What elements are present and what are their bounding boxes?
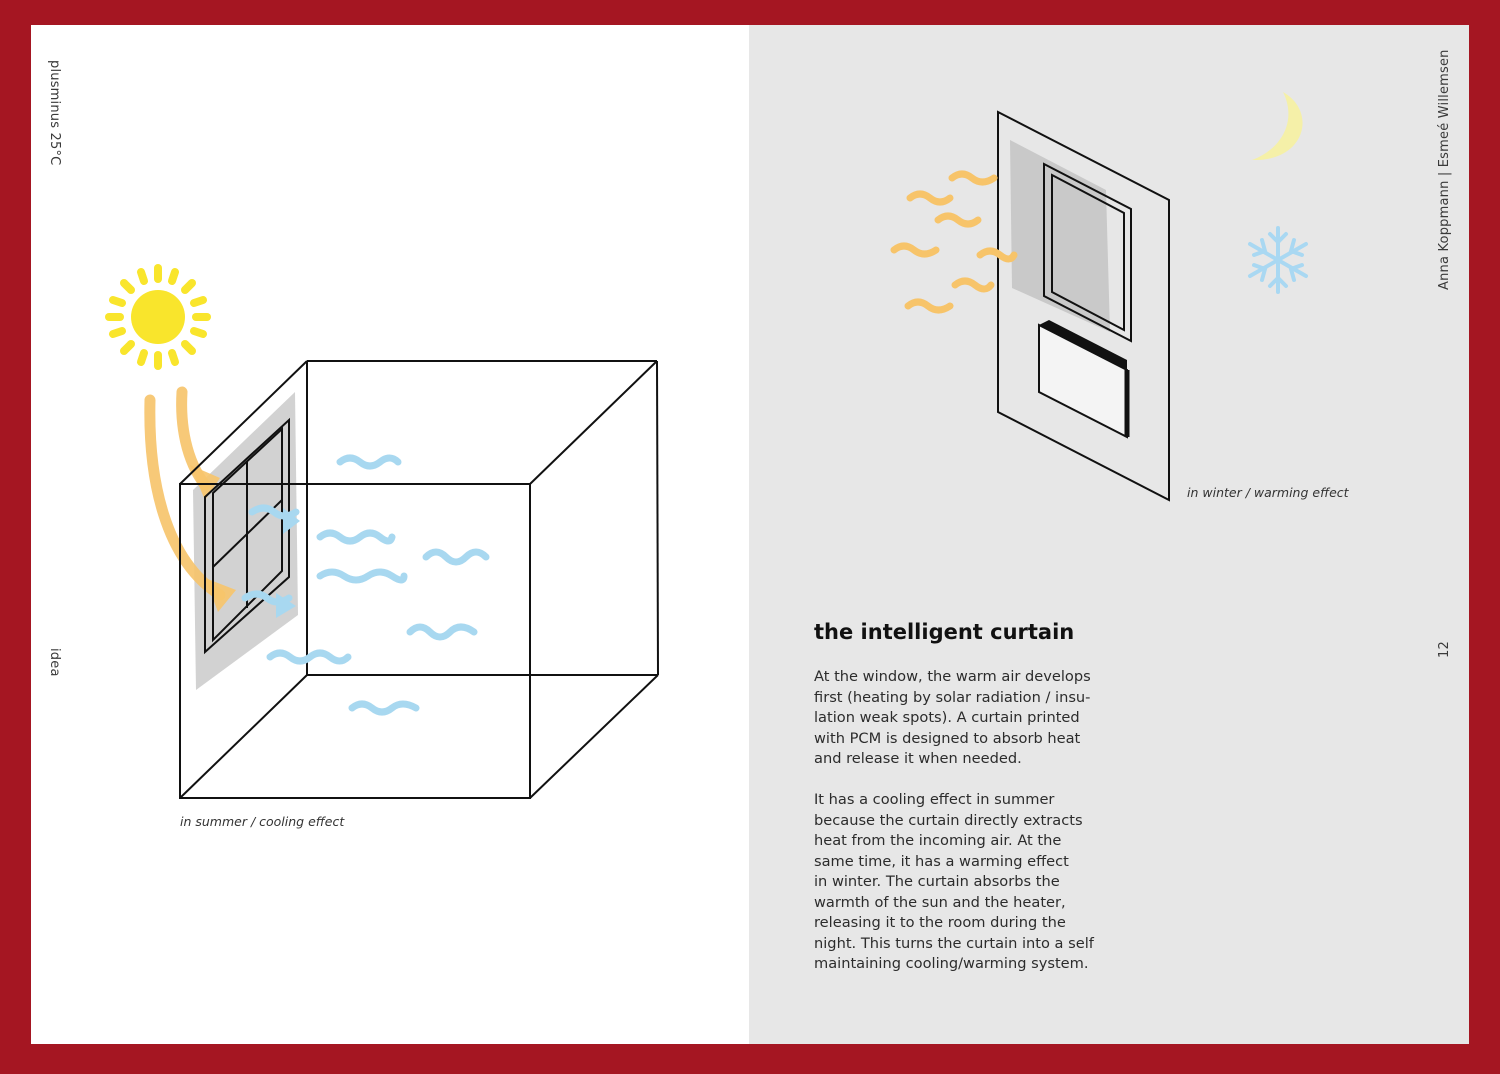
radiator-icon xyxy=(1038,320,1130,439)
paragraph-1-line: and release it when needed. xyxy=(814,750,1022,767)
winter-window xyxy=(1043,162,1132,343)
paragraph-1: At the window, the warm air develops fir… xyxy=(814,667,1114,770)
right-page xyxy=(749,25,1469,1044)
book-spread xyxy=(31,25,1469,1044)
snowflake-icon xyxy=(1248,226,1308,294)
room-box xyxy=(179,360,659,799)
paragraph-2-line: releasing it to the room during the xyxy=(814,914,1066,931)
paragraph-2-line: It has a cooling effect in summer xyxy=(814,791,1055,808)
paragraph-1-line: first (heating by solar radiation / insu… xyxy=(814,688,1091,706)
paragraph-2-line: because the curtain directly extracts xyxy=(814,811,1083,829)
window-icon xyxy=(204,417,290,655)
paragraph-1-line: At the window, the warm air develops xyxy=(814,668,1091,685)
paragraph-2-line: in winter. The curtain absorbs the xyxy=(814,873,1060,890)
paragraph-1-line: lation weak spots). A curtain printed xyxy=(814,709,1080,726)
paragraph-2-line: same time, it has a warming effect xyxy=(814,852,1069,870)
winter-wall xyxy=(997,110,1170,502)
paragraph-2-line: maintaining cooling/warming system. xyxy=(814,955,1089,972)
running-header-left: plusminus 25°C xyxy=(47,60,62,166)
moon-icon xyxy=(1252,92,1303,161)
paragraph-2-line: night. This turns the curtain into a sel… xyxy=(814,934,1094,952)
paragraph-1-line: with PCM is designed to absorb heat xyxy=(814,729,1081,747)
warm-air-squiggles xyxy=(890,170,1018,314)
paragraph-2-line: warmth of the sun and the heater, xyxy=(814,893,1066,911)
winter-caption: in winter / warming effect xyxy=(1187,485,1349,500)
cool-air-squiggles xyxy=(241,454,490,716)
sun-icon xyxy=(105,264,211,370)
running-header-right: Anna Koppmann | Esmeé Willemsen xyxy=(1437,49,1452,290)
summer-caption: in summer / cooling effect xyxy=(180,814,345,829)
page-title: the intelligent curtain xyxy=(814,620,1075,644)
curtain-shape xyxy=(193,392,298,690)
paragraph-2-line: heat from the incoming air. At the xyxy=(814,832,1062,849)
section-label: idea xyxy=(47,648,62,677)
paragraph-2: It has a cooling effect in summer becaus… xyxy=(814,790,1114,975)
page-number: 12 xyxy=(1437,641,1452,658)
winter-curtain xyxy=(1010,140,1110,332)
